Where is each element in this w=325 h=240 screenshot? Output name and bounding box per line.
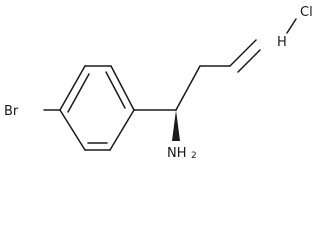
chlorine-label: Cl xyxy=(300,5,313,20)
amine-label: NH xyxy=(167,146,187,158)
allyl-chain xyxy=(175,39,261,111)
hcl-bond xyxy=(286,18,297,34)
structure-diagram: Br NH 2 Cl H xyxy=(4,5,313,158)
wedge-bond xyxy=(172,110,180,141)
hydrogen-label: H xyxy=(277,35,287,50)
bromine-label: Br xyxy=(4,104,19,119)
amine-subscript: 2 xyxy=(191,151,197,158)
benzene-ring xyxy=(59,65,135,151)
